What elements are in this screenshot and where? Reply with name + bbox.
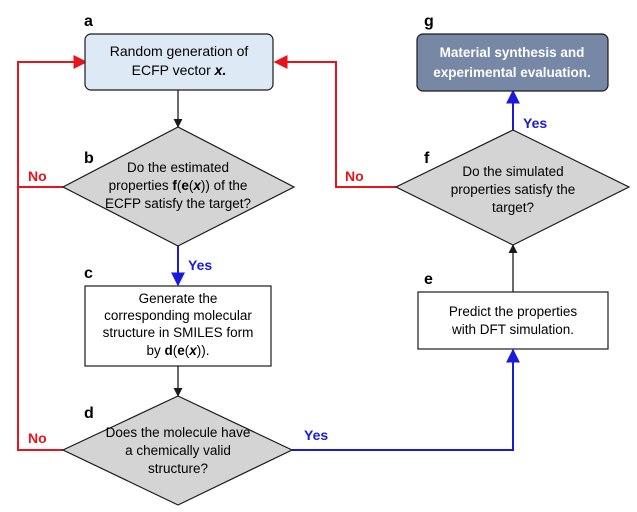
node-e-line1: Predict the properties bbox=[449, 304, 578, 319]
node-f-line3: target? bbox=[492, 200, 534, 215]
node-b-line2: properties f(e(x)) of the bbox=[109, 178, 248, 193]
node-g-line2: experimental evaluation. bbox=[433, 65, 591, 80]
node-e-line2: with DFT simulation. bbox=[451, 322, 574, 337]
label-f-no: No bbox=[345, 168, 364, 184]
node-b-line1: Do the estimated bbox=[127, 160, 229, 175]
node-f-diamond bbox=[394, 129, 631, 246]
node-c-line3: structure in SMILES form bbox=[103, 325, 254, 340]
node-a-line2-text: ECFP vector bbox=[132, 62, 215, 78]
label-d-yes: Yes bbox=[304, 427, 328, 443]
node-e-box bbox=[417, 291, 609, 350]
node-f-line1: Do the simulated bbox=[462, 164, 563, 179]
node-c-line2: corresponding molecular bbox=[104, 308, 252, 323]
node-c-line1: Generate the bbox=[139, 291, 218, 306]
node-b-letter: b bbox=[84, 150, 94, 167]
node-a-box bbox=[84, 33, 274, 91]
node-a-line2-var: x. bbox=[214, 62, 227, 78]
node-c-letter: c bbox=[84, 265, 93, 282]
node-a-line1: Random generation of bbox=[110, 43, 249, 59]
label-d-no: No bbox=[28, 430, 47, 446]
node-g-line1: Material synthesis and bbox=[440, 45, 585, 60]
arrow-d-yes-to-e bbox=[292, 348, 520, 451]
node-e-letter: e bbox=[424, 271, 433, 288]
node-b-line3: ECFP satisfy the target? bbox=[105, 196, 251, 211]
node-a-line2: ECFP vector x. bbox=[132, 62, 227, 78]
node-d-letter: d bbox=[84, 405, 94, 422]
label-b-yes: Yes bbox=[188, 257, 212, 273]
node-c-line4: by d(e(x)). bbox=[146, 343, 209, 358]
arrow-f-no-to-a bbox=[273, 55, 396, 188]
node-g-letter: g bbox=[424, 13, 434, 30]
node-c-box bbox=[84, 285, 272, 367]
label-f-yes: Yes bbox=[523, 115, 547, 131]
node-d-diamond bbox=[61, 395, 294, 506]
node-g-box bbox=[416, 33, 609, 92]
arrow-b-no-to-a bbox=[17, 55, 88, 188]
label-b-no: No bbox=[28, 168, 47, 184]
node-d-line1: Does the molecule have bbox=[106, 425, 251, 440]
node-a-letter: a bbox=[84, 13, 93, 30]
arrow-d-no-to-a bbox=[17, 187, 63, 451]
node-f-line2: properties satisfy the bbox=[451, 182, 576, 197]
node-b-diamond bbox=[61, 126, 296, 247]
node-f-letter: f bbox=[424, 150, 430, 167]
node-d-line2: a chemically valid bbox=[125, 443, 231, 458]
node-d-line3: structure? bbox=[148, 461, 208, 476]
